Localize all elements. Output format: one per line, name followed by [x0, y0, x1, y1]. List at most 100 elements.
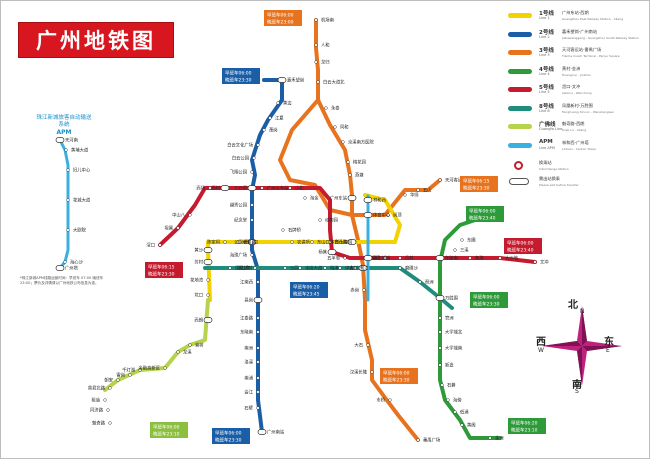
station-marker-haixinsha[interactable] [63, 260, 67, 264]
station-marker-huangbian[interactable] [276, 101, 280, 105]
station-marker-guangfo_jihua[interactable] [188, 343, 192, 347]
station-marker-sanxi[interactable] [453, 248, 457, 252]
station-marker-kengkou[interactable] [206, 293, 210, 297]
station-marker-jiaokou[interactable] [158, 243, 162, 247]
interchange-marker-xicun[interactable] [220, 185, 230, 191]
station-marker-dajuyuan[interactable] [66, 228, 70, 232]
interchange-marker-kecun[interactable] [358, 265, 368, 271]
station-marker-jichang[interactable] [314, 18, 318, 22]
station-marker-daxuecheng_n[interactable] [438, 346, 442, 350]
station-marker-dongpu[interactable] [460, 238, 464, 242]
station-marker-jinbolan[interactable] [163, 366, 167, 370]
station-marker-dongshankou[interactable] [318, 218, 322, 222]
station-marker-zumiao[interactable] [103, 398, 107, 402]
station-marker-nanzhou[interactable] [256, 346, 260, 350]
station-marker-dashadi[interactable] [498, 256, 502, 260]
station-marker-huangpu[interactable] [64, 148, 68, 152]
station-marker-nanpu[interactable] [256, 376, 260, 380]
station-marker-kuiqi[interactable] [108, 421, 112, 425]
station-marker-wenchong[interactable] [533, 260, 537, 264]
station-marker-dongshankou2[interactable] [310, 240, 314, 244]
station-marker-nongjiang[interactable] [290, 240, 294, 244]
station-marker-wuyangcun[interactable] [343, 256, 347, 260]
station-marker-lujiang[interactable] [353, 266, 357, 270]
station-marker-shijitaipingyang[interactable] [281, 228, 285, 232]
interchange-marker-gz_east[interactable] [347, 195, 357, 201]
station-marker-luoxi[interactable] [256, 360, 260, 364]
station-marker-jinan[interactable] [250, 218, 254, 222]
station-marker-baiyun_park[interactable] [256, 143, 260, 147]
station-marker-xinzao[interactable] [438, 363, 442, 367]
station-marker-leigang[interactable] [128, 373, 132, 377]
station-marker-jingxi[interactable] [341, 140, 345, 144]
station-marker-tanwei[interactable] [176, 226, 180, 230]
station-marker-zhongda[interactable] [338, 266, 342, 270]
station-marker-tongji[interactable] [106, 408, 110, 412]
station-marker-hanxi[interactable] [370, 370, 374, 374]
station-marker-funeng[interactable] [66, 168, 70, 172]
station-marker-huashi[interactable] [403, 193, 407, 197]
interchange-marker-jiahe[interactable] [277, 77, 287, 83]
station-marker-jiangnanxi[interactable] [256, 280, 260, 284]
station-marker-pazhou[interactable] [418, 280, 422, 284]
station-marker-tianhe_coach[interactable] [438, 178, 442, 182]
station-marker-xiaogang2[interactable] [323, 266, 327, 270]
station-marker-fenghuang[interactable] [228, 266, 232, 270]
station-marker-dongxiao[interactable] [256, 330, 260, 334]
station-marker-shiergong[interactable] [253, 266, 257, 270]
interchange-marker-tianhe_south[interactable] [55, 137, 65, 143]
interchange-marker-huangsha[interactable] [203, 247, 213, 253]
interchange-marker-linhexi[interactable] [363, 197, 373, 203]
station-marker-chuanxi[interactable] [116, 378, 120, 382]
station-marker-baogang[interactable] [298, 266, 302, 270]
station-marker-baiyun_ctr[interactable] [252, 156, 256, 160]
station-marker-xichang[interactable] [208, 186, 212, 190]
station-marker-haibang[interactable] [446, 398, 450, 402]
station-marker-jinzhou[interactable] [488, 436, 492, 440]
station-marker-huangge[interactable] [460, 423, 464, 427]
interchange-marker-chebei[interactable] [435, 255, 445, 261]
station-marker-haizhu_sq[interactable] [250, 253, 254, 257]
station-marker-yuzhu[interactable] [468, 256, 472, 260]
station-marker-feixiang[interactable] [250, 170, 254, 174]
station-marker-shiqiao[interactable] [388, 398, 392, 402]
station-marker-yuexiu[interactable] [250, 203, 254, 207]
station-marker-panyu_sq[interactable] [416, 438, 420, 442]
station-marker-yantang[interactable] [348, 173, 352, 177]
station-marker-yuancun[interactable] [398, 256, 402, 260]
interchange-marker-wanshengwei[interactable] [435, 295, 445, 301]
station-marker-baiyun_ave_n[interactable] [316, 80, 320, 84]
station-marker-renhe[interactable] [314, 43, 318, 47]
interchange-marker-tiyu_zx[interactable] [363, 212, 373, 218]
station-marker-ximenkou[interactable] [238, 240, 242, 244]
station-marker-xiaobei[interactable] [288, 186, 292, 190]
station-marker-liede[interactable] [383, 256, 387, 260]
station-marker-tonghe[interactable] [333, 125, 337, 129]
interchange-marker-canton_tower[interactable] [55, 265, 65, 271]
interchange-marker-gz_south[interactable] [257, 429, 267, 435]
station-marker-jiangtai[interactable] [256, 316, 260, 320]
station-marker-huijiang[interactable] [256, 390, 260, 394]
station-marker-longgui[interactable] [314, 60, 318, 64]
station-marker-gz_rail[interactable] [260, 186, 264, 190]
interchange-marker-xilang[interactable] [203, 317, 213, 323]
station-marker-daxuecheng_b[interactable] [438, 330, 442, 334]
interchange-marker-yangji[interactable] [327, 249, 337, 255]
station-marker-meihuayuan[interactable] [346, 160, 350, 164]
station-marker-taojin[interactable] [303, 196, 307, 200]
station-marker-longxi[interactable] [176, 350, 180, 354]
interchange-marker-gongyuanqian[interactable] [247, 239, 257, 245]
station-marker-chenjiaci[interactable] [223, 240, 227, 244]
station-marker-huadiwan[interactable] [206, 278, 210, 282]
station-marker-dongchong[interactable] [453, 410, 457, 414]
station-marker-yongtai[interactable] [324, 106, 328, 110]
interchange-marker-sanyuanli[interactable] [247, 185, 257, 191]
interchange-marker-changgang[interactable] [253, 297, 263, 303]
station-marker-xiaogang[interactable] [262, 128, 266, 132]
station-marker-huacheng[interactable] [66, 198, 70, 202]
station-marker-zhongshanba[interactable] [188, 213, 192, 217]
station-marker-jiangxia[interactable] [268, 116, 272, 120]
station-marker-wushan[interactable] [416, 188, 420, 192]
station-marker-gangding[interactable] [386, 213, 390, 217]
station-marker-shibi[interactable] [256, 406, 260, 410]
